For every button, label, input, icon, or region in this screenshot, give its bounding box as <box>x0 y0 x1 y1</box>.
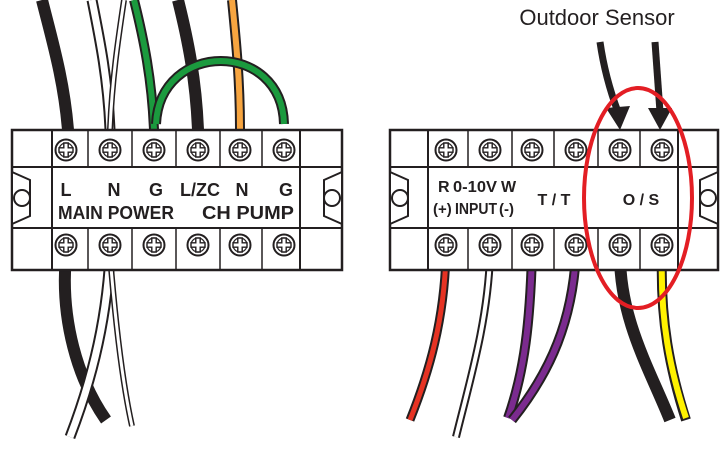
screw-icon <box>272 138 296 162</box>
screw-icon <box>434 233 458 257</box>
terminal-label-n: N <box>108 180 121 200</box>
screw-icon <box>186 138 210 162</box>
screw-icon <box>272 233 296 257</box>
right-terminal-block: R 0-10V W (+) INPUT (-) T / T O / S <box>388 128 720 438</box>
screw-icon <box>478 138 502 162</box>
outdoor-sensor-title: Outdoor Sensor <box>519 5 674 30</box>
terminal-label-voltage: 0-10V <box>453 179 497 196</box>
right-mount-hole <box>391 189 409 207</box>
screw-icon <box>228 233 252 257</box>
screw-icon <box>520 138 544 162</box>
left-mount-hole-right <box>323 189 341 207</box>
arrow-down-icon <box>651 41 664 113</box>
screw-icon <box>608 233 632 257</box>
left-top-wires <box>36 0 289 131</box>
terminal-label-g2: G <box>279 180 293 200</box>
screw-icon <box>650 138 674 162</box>
left-bottom-wires <box>58 254 135 439</box>
screw-icon <box>564 233 588 257</box>
group-label-ch-pump: CH PUMP <box>202 203 294 223</box>
screw-icon <box>54 138 78 162</box>
left-mount-hole <box>13 189 31 207</box>
screw-icon <box>608 138 632 162</box>
arrow-head-icon <box>648 108 672 130</box>
terminal-label-n2: N <box>236 180 249 200</box>
screw-icon <box>142 233 166 257</box>
right-mount-hole-right <box>699 189 717 207</box>
group-label-main-power: MAIN POWER <box>58 203 174 223</box>
arrow-head-icon <box>606 106 630 130</box>
terminal-label-os: O / S <box>623 192 660 209</box>
right-bottom-wires <box>405 254 691 438</box>
screw-icon <box>54 233 78 257</box>
screw-icon <box>520 233 544 257</box>
arrow-down-icon <box>596 41 622 114</box>
terminal-label-plus: (+) <box>433 201 452 218</box>
wire-black-os <box>614 254 676 423</box>
screw-icon <box>98 233 122 257</box>
wire-black-l <box>36 0 74 131</box>
terminal-label-input: INPUT <box>455 201 497 218</box>
terminal-label-tt: T / T <box>538 192 571 209</box>
screw-icon <box>186 233 210 257</box>
terminal-label-minus: (-) <box>499 201 514 218</box>
screw-icon <box>434 138 458 162</box>
terminal-label-w: W <box>501 179 517 196</box>
wire-black-l-bottom <box>58 254 111 424</box>
left-terminal-block: L N G L/ZC N G MAIN POWER CH PUMP <box>10 0 344 439</box>
screw-icon <box>650 233 674 257</box>
screw-icon <box>228 138 252 162</box>
screw-icon <box>98 138 122 162</box>
terminal-label-lzc: L/ZC <box>180 180 220 200</box>
wire-black-lzc <box>172 0 204 131</box>
terminal-label-l: L <box>61 180 72 200</box>
terminal-label-g: G <box>149 180 163 200</box>
highlight-ellipse <box>582 86 694 310</box>
wire-green-jumper <box>151 56 289 125</box>
terminal-label-r: R <box>438 179 450 196</box>
screw-icon <box>478 233 502 257</box>
screw-icon <box>142 138 166 162</box>
screw-icon <box>564 138 588 162</box>
wire-red-r <box>405 254 451 422</box>
outdoor-sensor-annotation: Outdoor Sensor <box>519 5 694 310</box>
